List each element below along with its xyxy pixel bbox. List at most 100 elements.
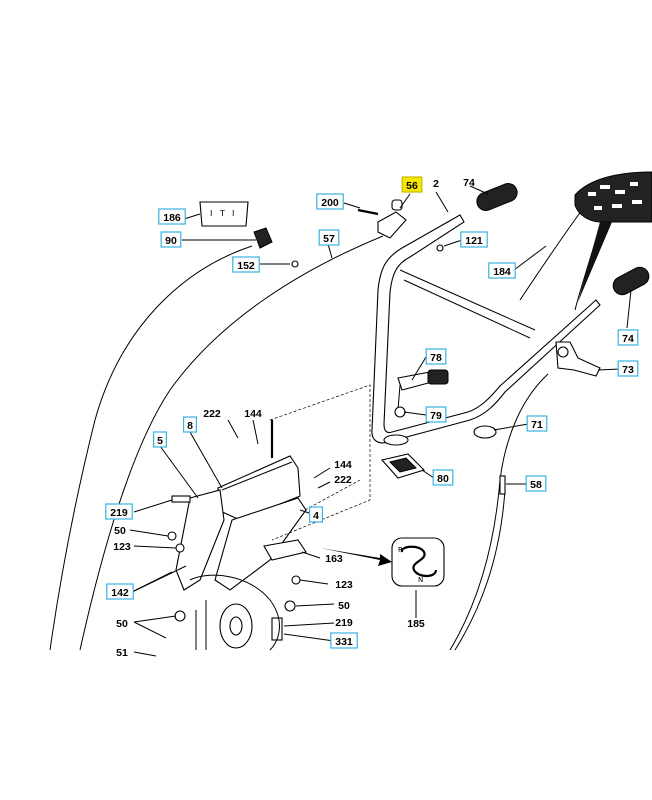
callout-text: 56 [406,180,418,192]
bolt-219 [171,495,191,503]
callout-50b: 50 [338,600,350,612]
callout-text: 142 [111,587,129,599]
callout-text: 80 [437,473,449,485]
nut-79 [394,406,406,418]
callout-71: 71 [526,415,548,432]
cable-right-lower [454,489,506,651]
callout-text: 2 [433,178,439,190]
callout-200: 200 [316,193,344,210]
handle-crossbar [399,269,536,331]
cable-184 [519,209,583,301]
leader-lines [129,185,632,657]
callout-5: 5 [153,431,168,448]
callout-text: 71 [531,419,543,431]
callout-text: 8 [187,420,193,432]
callout-box [432,469,454,486]
panel-184-symbols [588,182,642,210]
callout-box [232,256,260,273]
callout-8: 8 [183,416,198,433]
callout-163: 163 [325,553,343,565]
screw-200 [357,208,379,216]
callout-text: 73 [622,364,634,376]
callout-text: 200 [321,197,339,209]
callout-text: 121 [465,235,483,247]
callout-50c: 50 [116,618,128,630]
callout-184: 184 [488,262,516,279]
switch-56 [377,199,407,239]
boot-shaft [383,434,409,446]
callout-text: 123 [113,541,131,553]
callout-text: 163 [325,553,343,565]
clamp-71 [473,425,497,439]
washer-50-b [284,600,296,612]
callout-text: 74 [463,177,475,189]
nut-123 [175,543,185,553]
callout-box [488,262,516,279]
callout-box [153,431,168,448]
callout-57: 57 [318,229,340,246]
callout-text: 79 [430,410,442,422]
callout-78: 78 [425,348,447,365]
symbol-185: R N [391,537,445,587]
callout-box [160,231,182,248]
callout-144b: 144 [334,459,352,471]
cable-end-58 [499,475,506,495]
callout-box [106,583,134,600]
callout-box [401,176,423,193]
grip-74-top [476,183,518,211]
callout-74a: 74 [463,177,475,189]
callout-331: 331 [330,632,358,649]
callout-text: 144 [244,408,262,420]
callout-text: 144 [334,459,352,471]
callout-box [318,229,340,246]
callout-text: 51 [116,647,128,659]
screw-121 [436,244,444,252]
dashed-guide-2 [304,479,361,511]
callout-box [105,503,133,520]
dashed-guide-1 [269,384,371,541]
callout-box [330,632,358,649]
callout-142: 142 [106,583,134,600]
callout-text: 50 [116,618,128,630]
callout-text: 50 [338,600,350,612]
callout-4: 4 [309,506,324,523]
callout-text: 222 [334,474,352,486]
panel-pointer [578,222,612,302]
svg-text:I: I [210,209,212,218]
callout-text: 78 [430,352,442,364]
callout-box [158,208,186,225]
callout-box [425,406,447,423]
callout-box [525,475,547,492]
callout-text: 219 [110,507,128,519]
handle-bar-2 [371,214,601,444]
callout-219b: 219 [335,617,353,629]
callout-text: 185 [407,618,425,630]
callout-50a: 50 [114,525,126,537]
svg-text:R: R [398,546,403,554]
callout-labels: 56 2 74 200 186 90 57 121 152 184 74 78 73 79 71 222 144… [105,176,639,659]
callout-text: 57 [323,233,335,245]
callout-80: 80 [432,469,454,486]
callout-144a: 144 [244,408,262,420]
callout-90: 90 [160,231,182,248]
callout-text: 331 [335,636,353,648]
callout-text: 74 [622,333,634,345]
callout-text: 186 [163,212,181,224]
callout-text: 219 [335,617,353,629]
callout-box [309,506,324,523]
plate-80 [380,453,426,479]
svg-text:N: N [418,576,423,584]
lever-73 [555,341,601,377]
callout-222a: 222 [203,408,221,420]
callout-box [425,348,447,365]
callout-219a: 219 [105,503,133,520]
callout-123b: 123 [335,579,353,591]
plate-186: I T I [199,201,249,227]
callout-text: 222 [203,408,221,420]
callout-text: 152 [237,260,255,272]
callout-box [617,360,639,377]
callout-text: 50 [114,525,126,537]
bracket-4 [214,497,307,591]
callout-186: 186 [158,208,186,225]
callout-51: 51 [116,647,128,659]
